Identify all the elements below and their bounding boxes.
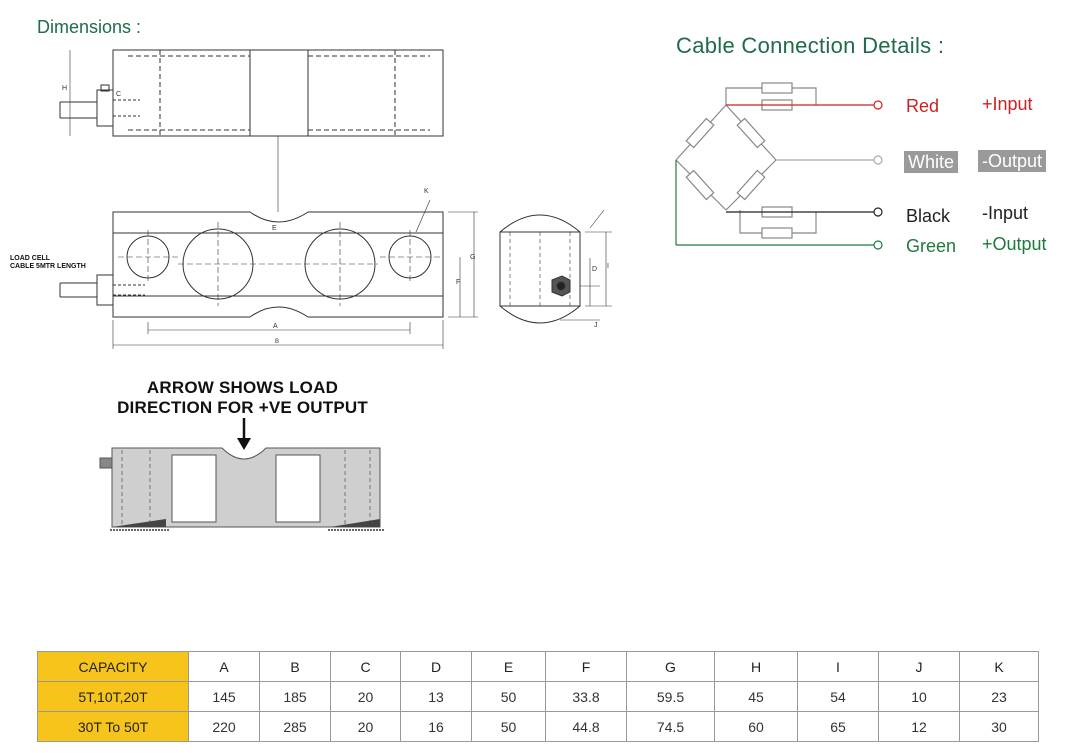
table-cell-capacity: 5T,10T,20T — [37, 681, 189, 712]
table-header-e: E — [471, 651, 546, 682]
table-cell: 30 — [959, 711, 1039, 742]
dim-label-a: A — [273, 323, 278, 330]
table-header-b: B — [259, 651, 331, 682]
table-cell: 285 — [259, 711, 331, 742]
arrow-load-note-line2: DIRECTION FOR +VE OUTPUT — [117, 398, 368, 417]
table-header-k: K — [959, 651, 1039, 682]
wire-white-signal: -Output — [978, 150, 1047, 172]
load-cell-note-line2: CABLE 5MTR LENGTH — [10, 263, 86, 270]
table-cell: 45 — [714, 681, 798, 712]
table-cell: 74.5 — [626, 711, 715, 742]
wire-white-color-text: White — [904, 151, 959, 173]
bridge-circuit-diagram — [675, 82, 883, 250]
wire-black-signal: -Input — [982, 203, 1029, 223]
wire-green-signal: +Output — [982, 234, 1047, 254]
arrow-load-note: ARROW SHOWS LOAD DIRECTION FOR +VE OUTPU… — [95, 378, 390, 418]
dim-label-i: I — [607, 263, 609, 270]
dim-label-e: E — [272, 225, 277, 232]
table-cell: 23 — [959, 681, 1039, 712]
table-cell: 12 — [878, 711, 960, 742]
dim-label-d: D — [592, 266, 597, 273]
dimension-table: CAPACITY A B C D E F G H I J K 5T,10T,20… — [37, 651, 1039, 742]
table-header-capacity: CAPACITY — [37, 651, 189, 682]
wire-white-color: White — [904, 151, 959, 173]
table-cell: 20 — [330, 711, 401, 742]
dim-label-j: J — [594, 322, 598, 329]
table-header-j: J — [878, 651, 960, 682]
table-row: 30T To 50T 220 285 20 16 50 44.8 74.5 60… — [37, 711, 1039, 742]
table-cell: 145 — [188, 681, 260, 712]
table-header-d: D — [400, 651, 472, 682]
wire-red-signal: +Input — [982, 94, 1033, 114]
front-view-drawing — [59, 199, 478, 349]
dim-label-k: K — [424, 188, 429, 195]
table-cell: 20 — [330, 681, 401, 712]
load-cell-cable-note: LOAD CELL CABLE 5MTR LENGTH — [10, 255, 86, 271]
table-header-g: G — [626, 651, 715, 682]
table-header-h: H — [714, 651, 798, 682]
table-cell: 59.5 — [626, 681, 715, 712]
table-cell: 54 — [797, 681, 879, 712]
dimensions-title: Dimensions : — [37, 17, 142, 37]
table-cell: 185 — [259, 681, 331, 712]
dim-label-h: H — [62, 85, 67, 92]
table-header-c: C — [330, 651, 401, 682]
wire-white-signal-text: -Output — [978, 150, 1047, 172]
table-header-a: A — [188, 651, 260, 682]
load-cell-note-line1: LOAD CELL — [10, 255, 51, 262]
side-view-drawing — [499, 209, 612, 324]
table-cell: 10 — [878, 681, 960, 712]
table-cell: 33.8 — [545, 681, 627, 712]
cable-connection-title: Cable Connection Details : — [676, 33, 945, 58]
table-cell: 13 — [400, 681, 472, 712]
table-cell: 44.8 — [545, 711, 627, 742]
table-cell: 50 — [471, 681, 546, 712]
wire-red-color: Red — [906, 96, 940, 116]
table-header-row: CAPACITY A B C D E F G H I J K — [37, 651, 1039, 682]
table-cell-capacity: 30T To 50T — [37, 711, 189, 742]
wire-green-color: Green — [906, 236, 957, 256]
technical-drawings: H C E K G F A B — [59, 49, 883, 531]
dim-label-b: B — [275, 339, 279, 345]
table-cell: 50 — [471, 711, 546, 742]
wire-black-color: Black — [906, 206, 951, 226]
table-cell: 220 — [188, 711, 260, 742]
table-cell: 60 — [714, 711, 798, 742]
table-header-f: F — [545, 651, 627, 682]
dim-label-g: G — [470, 254, 475, 261]
dim-label-c: C — [116, 91, 121, 98]
table-cell: 65 — [797, 711, 879, 742]
load-direction-drawing — [99, 418, 384, 531]
table-header-i: I — [797, 651, 879, 682]
table-row: 5T,10T,20T 145 185 20 13 50 33.8 59.5 45… — [37, 681, 1039, 712]
table-cell: 16 — [400, 711, 472, 742]
top-view-drawing — [59, 49, 444, 212]
dim-label-f: F — [456, 279, 460, 286]
arrow-load-note-line1: ARROW SHOWS LOAD — [146, 378, 339, 397]
